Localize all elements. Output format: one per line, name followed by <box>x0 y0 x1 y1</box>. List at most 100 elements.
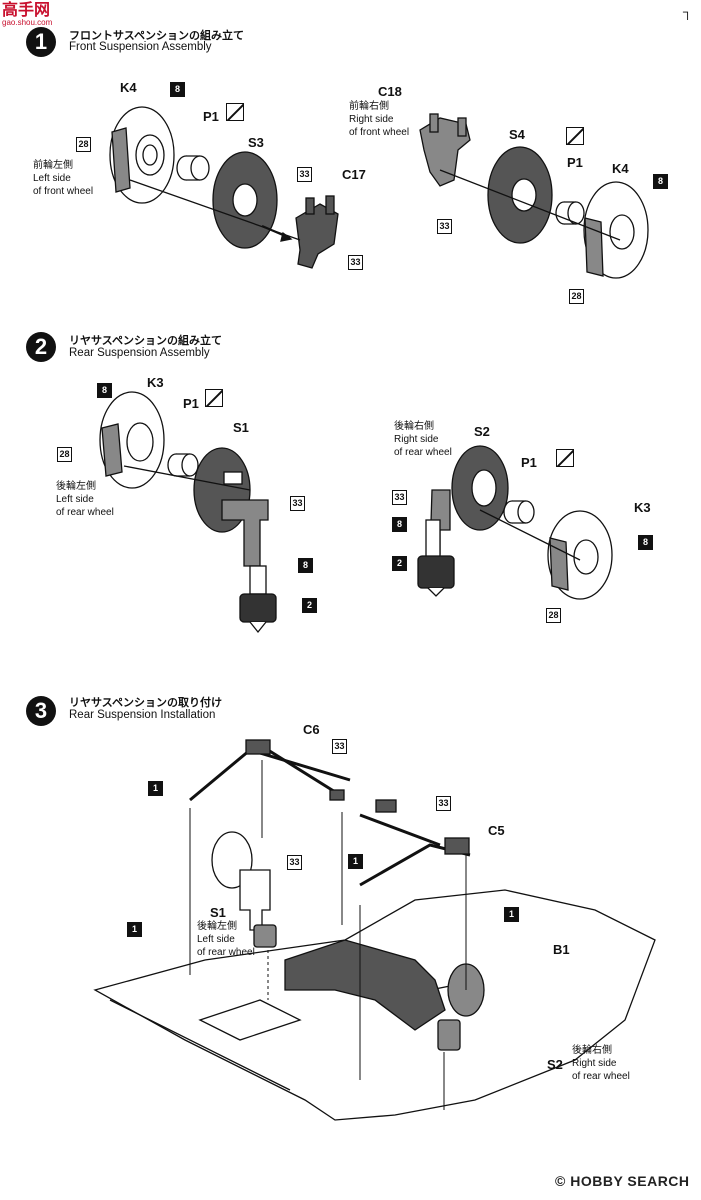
install-guide-lines <box>189 760 467 1110</box>
install-left-note-en-2: of rear wheel <box>197 947 255 958</box>
paint-badge-c5: 33 <box>436 796 451 811</box>
step-3-title-en: Rear Suspension Installation <box>69 709 216 721</box>
rear-left-note-en-1: Left side <box>56 494 94 505</box>
part-label-s1-install: S1 <box>210 905 226 920</box>
part-label-s2: S2 <box>474 424 490 439</box>
rear-right-disc-s2-drawing <box>429 445 509 555</box>
step-1-title-en: Front Suspension Assembly <box>69 41 212 53</box>
rear-left-strut-drawing <box>239 565 277 634</box>
front-left-note-en-2: of front wheel <box>33 186 94 197</box>
front-right-note-en-2: of front wheel <box>349 127 410 138</box>
part-label-c18: C18 <box>378 84 402 99</box>
install-left-note-jp: 後輪左側 <box>197 921 237 932</box>
install-left-note-en-1: Left side <box>197 934 235 945</box>
rear-left-polycap-drawing <box>167 453 199 477</box>
paint-badge-shaft: 8 <box>392 517 407 532</box>
part-label-p1-right: P1 <box>521 455 537 470</box>
front-right-disc-s4-drawing <box>487 146 553 244</box>
front-right-upright-c18-drawing <box>419 113 471 187</box>
paint-badge-brake: 8 <box>638 535 653 550</box>
upper-arm-c6-drawing <box>189 739 351 802</box>
part-label-s3: S3 <box>248 135 264 150</box>
part-label-p1-left: P1 <box>203 109 219 124</box>
part-label-c5: C5 <box>488 823 505 838</box>
paint-badge-chassis: 33 <box>287 855 302 870</box>
paint-badge-brake: 8 <box>97 383 112 398</box>
rear-right-note-jp: 後輪右側 <box>394 421 434 432</box>
paint-badge-upright: 33 <box>437 219 452 234</box>
paint-badge-one: 1 <box>127 922 142 937</box>
part-label-k4-right: K4 <box>612 161 629 176</box>
part-label-s1: S1 <box>233 420 249 435</box>
front-left-note-en-1: Left side <box>33 173 71 184</box>
chassis-floor-drawing <box>93 889 656 1121</box>
part-label-c17: C17 <box>342 167 366 182</box>
rear-right-note: 後輪右側 Right side of rear wheel <box>394 420 452 459</box>
copyright-mark: © <box>555 1173 566 1189</box>
paint-badge-arm: 33 <box>290 496 305 511</box>
watermark: 高手网 gao.shou.com <box>2 0 53 28</box>
front-left-polycap-drawing <box>176 155 210 181</box>
front-right-note: 前輪右側 Right side of front wheel <box>349 100 409 139</box>
rear-left-note-jp: 後輪左側 <box>56 481 96 492</box>
part-label-c6: C6 <box>303 722 320 737</box>
install-right-note-en-1: Right side <box>572 1058 617 1069</box>
rear-right-note-en-1: Right side <box>394 434 439 445</box>
part-label-k3-right: K3 <box>634 500 651 515</box>
step-1-title-jp: フロントサスペンションの組み立て <box>69 29 245 42</box>
paint-badge-shaft: 8 <box>298 558 313 573</box>
paint-badge-upright: 33 <box>348 255 363 270</box>
paint-badge-brake: 8 <box>653 174 668 189</box>
no-glue-icon <box>566 127 584 145</box>
rear-right-note-en-2: of rear wheel <box>394 447 452 458</box>
part-label-s2-install: S2 <box>547 1057 563 1072</box>
no-glue-icon <box>226 103 244 121</box>
front-right-brake-disc-drawing <box>583 181 649 279</box>
step-2-number: 2 <box>26 332 56 362</box>
step-3-number: 3 <box>26 696 56 726</box>
part-label-p1-left: P1 <box>183 396 199 411</box>
paint-badge-one: 1 <box>504 907 519 922</box>
install-left-note: 後輪左側 Left side of rear wheel <box>197 920 255 959</box>
part-label-p1-right: P1 <box>567 155 583 170</box>
upper-arm-c5-drawing <box>359 799 471 887</box>
chassis-cross-member-drawing <box>284 939 446 1031</box>
paint-badge-one: 1 <box>348 854 363 869</box>
brand-name: HOBBY SEARCH <box>570 1173 690 1189</box>
hobby-search-logo: © HOBBY SEARCH <box>555 1173 690 1189</box>
front-right-note-jp: 前輪右側 <box>349 101 389 112</box>
rear-left-note-en-2: of rear wheel <box>56 507 114 518</box>
front-right-polycap-drawing <box>555 201 585 225</box>
paint-badge-caliper: 28 <box>569 289 584 304</box>
rear-left-disc-s1-drawing <box>193 447 269 567</box>
paint-badge-one: 1 <box>148 781 163 796</box>
rear-right-strut-drawing <box>417 519 455 597</box>
paint-badge-caliper: 28 <box>57 447 72 462</box>
front-left-upright-c17-drawing <box>295 195 339 269</box>
paint-badge-disc: 33 <box>297 167 312 182</box>
part-label-s4: S4 <box>509 127 525 142</box>
paint-badge-arm: 33 <box>392 490 407 505</box>
watermark-sub: gao.shou.com <box>2 18 53 27</box>
install-right-note-jp: 後輪右側 <box>572 1045 612 1056</box>
rear-right-brake-disc-drawing <box>547 510 613 600</box>
rear-left-note: 後輪左側 Left side of rear wheel <box>56 480 114 519</box>
no-glue-icon <box>205 389 223 407</box>
paint-badge-brake: 8 <box>170 82 185 97</box>
paint-badge-c6: 33 <box>332 739 347 754</box>
front-right-note-en-1: Right side <box>349 114 394 125</box>
install-left-strut-drawing <box>211 831 277 948</box>
step-2-title-en: Rear Suspension Assembly <box>69 347 210 359</box>
rear-left-brake-disc-drawing <box>99 391 165 489</box>
step-2-title-jp: リヤサスペンションの組み立て <box>69 334 223 347</box>
rear-right-polycap-drawing <box>503 500 535 524</box>
install-right-note: 後輪右側 Right side of rear wheel <box>572 1044 630 1083</box>
paint-badge-caliper: 28 <box>76 137 91 152</box>
watermark-title: 高手网 <box>2 0 51 19</box>
paint-badge-spring: 2 <box>302 598 317 613</box>
part-label-b1: B1 <box>553 942 570 957</box>
part-label-k3-left: K3 <box>147 375 164 390</box>
step-3-title-jp: リヤサスペンションの取り付け <box>69 696 223 709</box>
paint-badge-caliper: 28 <box>546 608 561 623</box>
